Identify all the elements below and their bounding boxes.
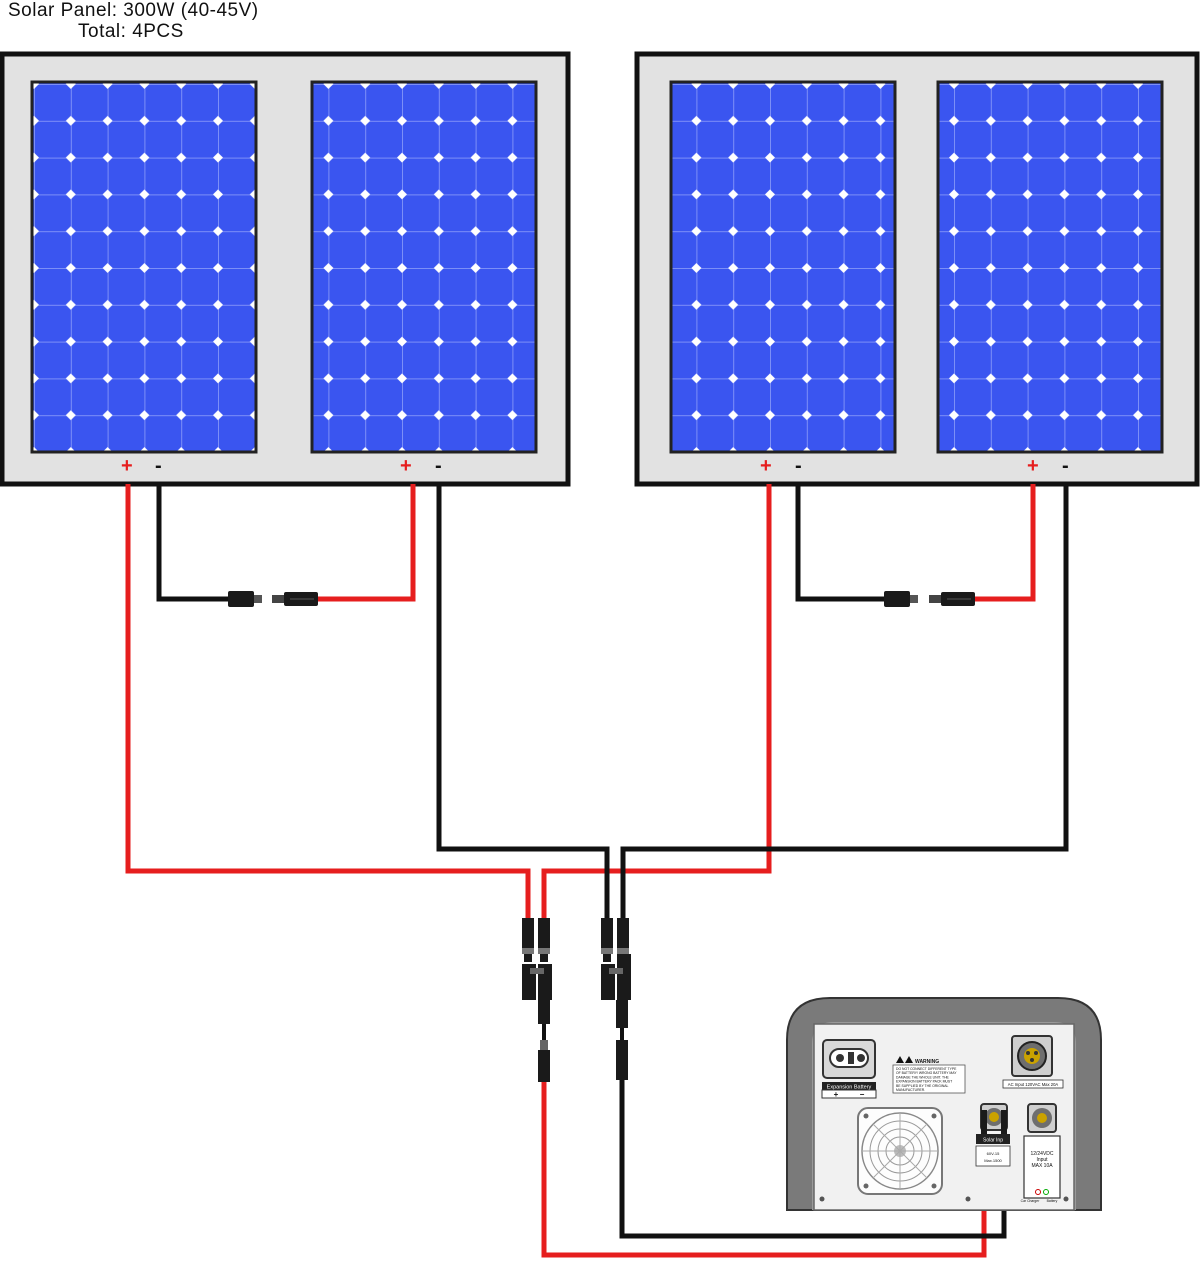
panel-4-positive-label: + xyxy=(1027,455,1039,477)
series-wire-right-positive xyxy=(975,484,1036,602)
solar-panel-spec: Solar Panel: 300W (40-45V) xyxy=(8,0,259,21)
terminal-labels: + - + - + - + - xyxy=(121,455,1069,477)
warning-text-line-6: MANUFACTURER. xyxy=(896,1088,925,1092)
series-connector-right xyxy=(884,591,975,607)
panel-1-positive-label: + xyxy=(121,455,133,477)
solar-input-label: Solar Inp xyxy=(983,1138,1003,1144)
cooling-fan-grille xyxy=(857,1107,943,1195)
warning-text-line-2: OF BATTERY! WRONG BATTERY MAY xyxy=(896,1071,957,1075)
wires xyxy=(125,484,1069,1258)
warning-text-line-5: BE SUPPLIED BY THE ORIGINAL xyxy=(896,1084,949,1088)
warning-title: WARNING xyxy=(915,1059,939,1065)
panel-3-positive-label: + xyxy=(760,455,772,477)
panel-2-positive-label: + xyxy=(400,455,412,477)
battery-label: Battery xyxy=(1047,1199,1058,1203)
solar-panel-3 xyxy=(669,80,897,454)
solar-input-voltage: 60V-15 xyxy=(987,1151,1000,1156)
warning-text-line-3: DAMAGE THE WHOLE UNIT. THE xyxy=(896,1075,950,1079)
string-1-negative-lead xyxy=(436,484,610,918)
series-connector-left xyxy=(228,591,318,607)
series-wire-right-negative xyxy=(795,484,884,602)
panel-total-count: Total: 4PCS xyxy=(78,21,184,42)
warning-text-line-4: EXPANSION BATTERY PACK MUST xyxy=(896,1080,952,1084)
dc-input-port: 12/24VDC Input MAX 10A Car Charger Batte… xyxy=(1021,1103,1061,1203)
expansion-battery-label: Expansion Battery xyxy=(827,1085,872,1091)
solar-panel-4 xyxy=(936,80,1164,454)
dc-input-word: Input xyxy=(1036,1157,1048,1163)
string-2-positive-lead xyxy=(541,484,772,918)
solar-panel-frame-right xyxy=(634,51,1200,487)
expansion-minus-label: − xyxy=(860,1090,865,1099)
string-2-negative-lead xyxy=(620,484,1069,918)
ac-input-label: AC Input 120VAC Max 20A xyxy=(1008,1082,1059,1087)
expansion-plus-label: + xyxy=(834,1090,839,1099)
portable-power-station: Expansion Battery + − WARNING DO NOT CON… xyxy=(786,997,1102,1211)
solar-panel-1 xyxy=(30,80,258,454)
panel-2-negative-label: - xyxy=(435,455,442,477)
solar-panel-frame-left xyxy=(0,51,571,487)
branch-connector-negative xyxy=(601,918,631,1080)
warning-label: WARNING DO NOT CONNECT DIFFERENT TYPE OF… xyxy=(892,1056,966,1094)
dc-input-max: MAX 10A xyxy=(1031,1163,1053,1169)
dc-input-voltage: 12/24VDC xyxy=(1030,1151,1053,1157)
solar-input-power: Max.1500 xyxy=(984,1158,1002,1163)
solar-panel-2 xyxy=(310,80,538,454)
warning-text-line-1: DO NOT CONNECT DIFFERENT TYPE xyxy=(896,1067,957,1071)
expansion-battery-port: Expansion Battery + − xyxy=(821,1039,877,1099)
branch-connector-positive xyxy=(522,918,552,1082)
ac-input-port: AC Input 120VAC Max 20A xyxy=(1002,1035,1064,1089)
panel-3-negative-label: - xyxy=(795,455,802,477)
string-1-positive-lead xyxy=(125,484,531,918)
panel-4-negative-label: - xyxy=(1062,455,1069,477)
series-wire-left-negative xyxy=(156,484,228,602)
series-wire-left-positive xyxy=(318,484,416,602)
panel-1-negative-label: - xyxy=(155,455,162,477)
car-charger-label: Car Charger xyxy=(1021,1199,1041,1203)
